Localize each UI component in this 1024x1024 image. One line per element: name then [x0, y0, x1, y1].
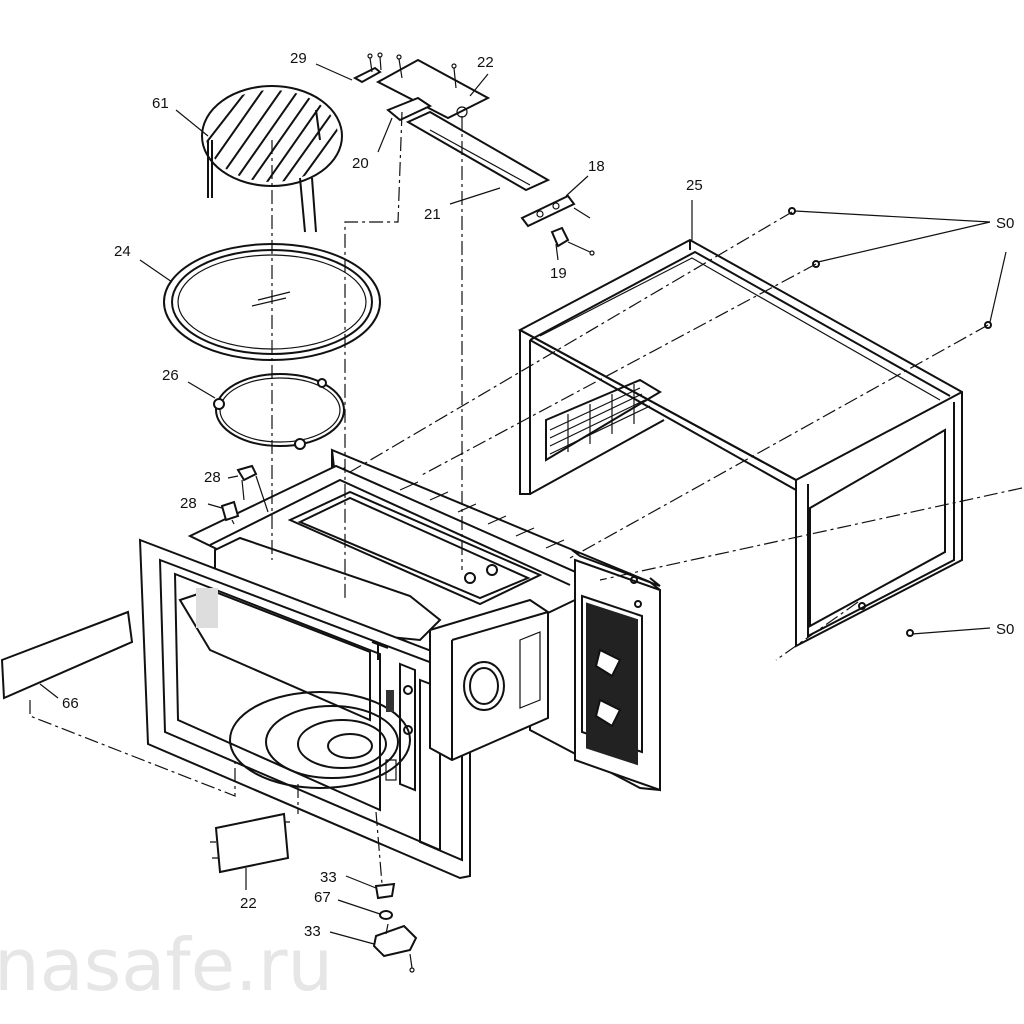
- part-33-motor: [372, 923, 418, 973]
- part-19-switch: [550, 226, 595, 256]
- assembly-lines: [29, 111, 1023, 885]
- part-29-bracket: [352, 52, 457, 89]
- label-28-lower: 28: [180, 495, 197, 512]
- part-22-mica-cover: [210, 812, 290, 874]
- part-67-spacer: [379, 910, 393, 920]
- part-21-rail: [405, 110, 551, 192]
- label-20: 20: [352, 155, 369, 172]
- label-33-lower: 33: [304, 923, 321, 940]
- label-33-upper: 33: [320, 869, 337, 886]
- leader-lines: [39, 63, 1007, 945]
- label-29: 29: [290, 50, 307, 67]
- label-s0-top: S0: [996, 215, 1014, 232]
- part-25-outer-case: [517, 207, 992, 648]
- label-25: 25: [686, 177, 703, 194]
- part-66-bottom-strip: [0, 610, 134, 700]
- label-67: 67: [314, 889, 331, 906]
- label-21: 21: [424, 206, 441, 223]
- label-24: 24: [114, 243, 131, 260]
- part-28-latch-upper: [236, 464, 258, 501]
- label-61: 61: [152, 95, 169, 112]
- ventilation-mesh: [586, 602, 638, 766]
- part-61-grill-rack: [201, 85, 343, 233]
- part-18-switch-bracket: [520, 194, 591, 228]
- label-22-bottom: 22: [240, 895, 257, 912]
- label-18: 18: [588, 158, 605, 175]
- part-33-coupler: [374, 882, 396, 900]
- main-chassis: [138, 448, 661, 880]
- label-19: 19: [550, 265, 567, 282]
- label-28-upper: 28: [204, 469, 221, 486]
- label-26: 26: [162, 367, 179, 384]
- label-s0-bottom: S0: [996, 621, 1014, 638]
- part-28-latch-lower: [220, 500, 240, 525]
- label-66: 66: [62, 695, 79, 712]
- part-20-rail-block: [386, 96, 468, 122]
- watermark: nasafe.ru: [0, 923, 333, 1007]
- part-26-roller-ring: [213, 373, 345, 450]
- label-22-top: 22: [477, 54, 494, 71]
